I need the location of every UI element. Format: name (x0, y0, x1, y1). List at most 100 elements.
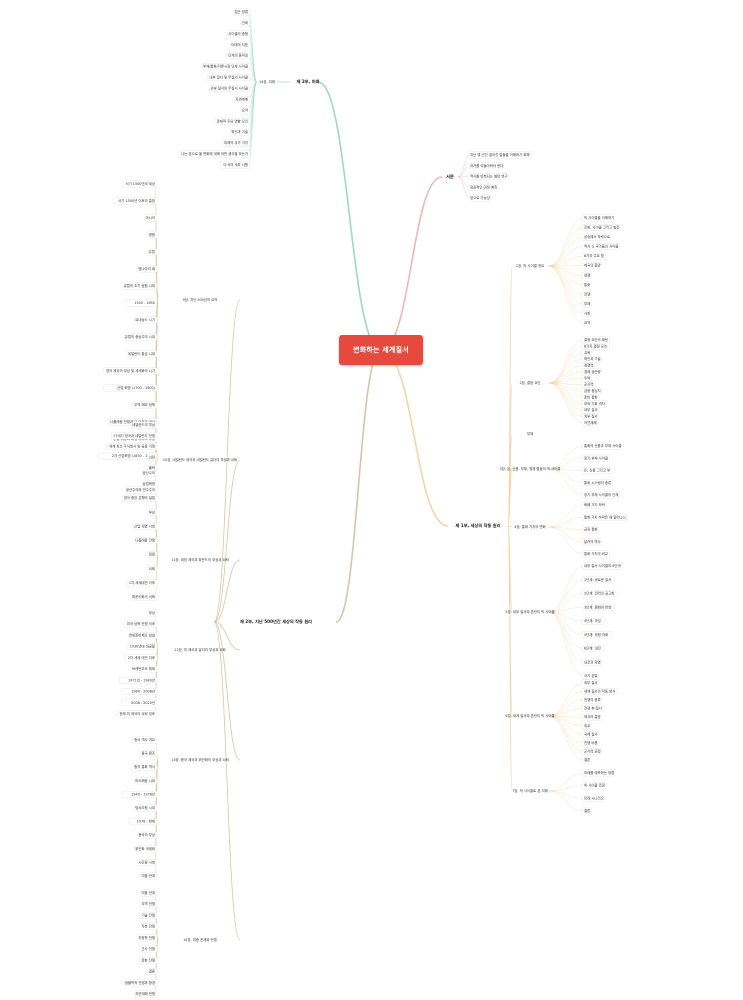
part1-leaf[interactable]: 내부 질서 (584, 407, 598, 412)
part2-leaf[interactable]: 세계 최초 주식회사 및 금융 거래 (109, 444, 155, 449)
part2-leaf[interactable]: 영국 제국의 부상 및 세계화의 시기 (106, 368, 155, 373)
part1-chapter-title[interactable]: 2장, 결정 요인 (520, 380, 541, 385)
part1-leaf[interactable]: 외교 (584, 723, 590, 728)
part2-leaf[interactable]: 1978 - 현재 (137, 819, 155, 824)
part2-leaf[interactable]: 공산주의 (143, 470, 155, 475)
part2-leaf[interactable]: 정점 (149, 552, 155, 557)
part2-leaf[interactable]: 군사 전쟁 (141, 946, 155, 951)
part1-leaf[interactable]: 빅 사이클 측정 (584, 783, 605, 788)
part2-leaf[interactable]: 유럽의 초기 탐험 시대 (124, 283, 155, 288)
part2-leaf[interactable]: 2차 세계 대전 이후 (128, 655, 155, 660)
part2-leaf[interactable]: 몰락 (149, 465, 155, 470)
part1-leaf[interactable]: 상승에서 하락으로 (584, 234, 610, 239)
part2-leaf[interactable]: 서기 1500년의 세상 (125, 181, 155, 186)
part1-leaf[interactable]: 장기 부채 사이클의 단계 (584, 492, 618, 497)
part1-leaf[interactable]: 교육 (584, 351, 590, 355)
part1-leaf[interactable]: 혁신과 기술 (584, 356, 601, 361)
part3-leaf[interactable]: 외부 질서와 무질서 사이클 (210, 86, 248, 91)
part1-chapter-title[interactable]: 3장, 돈, 신용, 부채, 경제 활동의 빅 사이클 (500, 466, 561, 471)
part2-leaf[interactable]: 2008 - 2020년 (131, 700, 155, 705)
part2-leaf[interactable]: 지정학 전쟁 (138, 935, 155, 940)
part2-leaf[interactable]: 나폴레옹 전쟁 (135, 538, 155, 543)
part3-leaf[interactable]: 각 국의 세부 사항 (223, 162, 248, 167)
part3-leaf[interactable]: 혁신과 기술 (231, 129, 248, 134)
intro-leaf[interactable]: 역사를 반복되는 패턴 연구 (470, 174, 508, 179)
part1-leaf[interactable]: 외부 질서 (584, 680, 598, 685)
part2-leaf[interactable]: 산업 혁명 시대 (134, 523, 155, 528)
part1-leaf[interactable]: 2단계: 권력의 공고화 (584, 591, 614, 596)
part1-leaf[interactable]: 제국의 흥망 (584, 714, 601, 719)
part2-chapter-title[interactable]: 14장, 미중 관계와 전쟁 (183, 937, 217, 942)
part2-leaf[interactable]: 미국 남북 전쟁 이후 (127, 621, 155, 626)
part1-leaf[interactable]: 경쟁력 (584, 363, 593, 368)
part2-leaf[interactable]: 르네상스 시기 (135, 317, 155, 322)
part1-leaf[interactable]: 통화 가치 하락은 왜 일어나나 (584, 514, 626, 519)
part2-leaf[interactable]: 아시아 (146, 215, 156, 220)
part3-leaf[interactable]: 부채/통화/자본시장 단계 사이클 (203, 64, 248, 69)
part1-leaf[interactable]: 결론 (584, 808, 590, 813)
part1-leaf[interactable]: 경쟁 (584, 272, 590, 277)
part2-leaf[interactable]: 위안화 국제화 (135, 846, 155, 851)
part2-leaf[interactable]: 부상 (149, 509, 155, 514)
part1-leaf[interactable]: 금과 통화 (584, 527, 598, 532)
part1-leaf[interactable]: 5단계: 재정 악화 (584, 632, 608, 637)
part3-leaf[interactable]: 미래의 지표 (231, 42, 248, 47)
part2-leaf[interactable]: 1930년대 대공황 (130, 644, 155, 649)
part1-leaf[interactable]: 미래 시나리오 (584, 795, 604, 800)
part2-leaf[interactable]: 명왕 (149, 232, 155, 237)
part1-leaf[interactable]: 6단계: 내전 (584, 646, 601, 651)
part1-leaf[interactable]: 내부 질서 사이클의 6단계 (584, 563, 621, 568)
part1-leaf[interactable]: 부채 (584, 301, 590, 306)
part1-leaf[interactable]: 화폐 가치 하락 (584, 502, 605, 507)
part1-leaf[interactable]: 3단계: 평화와 번영 (584, 604, 611, 609)
part2-leaf[interactable]: 영국 중앙 은행의 설립 (124, 495, 155, 500)
part1-leaf[interactable]: 전쟁 후 질서 (584, 706, 602, 711)
part3-leaf[interactable]: 진화 (242, 20, 248, 25)
part2-leaf[interactable]: 쇠퇴 (149, 454, 155, 459)
part1-leaf[interactable]: 사회 (584, 310, 590, 315)
part2-leaf[interactable]: 1차 세계대전 이후 (129, 580, 155, 585)
part2-leaf[interactable]: 공산주의와 민주주의 (126, 487, 155, 492)
part2-leaf[interactable]: 연방준비제도 창설 (129, 632, 155, 637)
part1-leaf[interactable]: 빅 사이클을 이해하기 (584, 215, 614, 220)
part1-leaf[interactable]: 통화 가치의 비교 (584, 551, 608, 556)
part1-leaf[interactable]: 통화 시스템의 종류 (584, 480, 611, 485)
part1-leaf[interactable]: 준비 통화 (584, 394, 598, 399)
part1-leaf[interactable]: 결정 요인의 패턴 (584, 337, 608, 342)
part1-chapter-title[interactable]: 부채 (527, 431, 533, 436)
part2-leaf[interactable]: 네덜란드 황금 시대 (128, 351, 155, 356)
part2-leaf[interactable]: 마오쩌둥 시대 (135, 778, 155, 783)
part2-leaf[interactable]: 무역 해외 정책 (134, 402, 155, 407)
part2-title[interactable]: 제 2부, 지난 500년간 세상의 작동 원리 (240, 618, 312, 625)
part2-leaf[interactable]: 1980 - 2008년 (131, 689, 155, 694)
part2-leaf[interactable]: 무역 전쟁 (141, 901, 155, 906)
part2-leaf[interactable]: 파운드화의 쇠퇴 (132, 594, 155, 599)
part1-leaf[interactable]: 경제 생산량 (584, 369, 601, 374)
part2-leaf[interactable]: 미중 관계 (141, 873, 155, 878)
part2-leaf[interactable]: 결론 (149, 969, 155, 974)
part2-leaf[interactable]: 2차 산업혁명 (1850 - 1900) (112, 453, 156, 458)
part1-leaf[interactable]: 세계 질서의 작동 방식 (584, 689, 615, 694)
part1-chapter-title[interactable]: 4장, 통화 가치의 변화 (514, 524, 545, 529)
part3-leaf[interactable]: 미래의 국가 가치 (224, 140, 248, 145)
part2-chapter-title[interactable]: 12장, 미 제국과 달러의 부상과 쇠퇴 (174, 647, 225, 652)
part1-leaf[interactable]: 외부 질서 (584, 414, 598, 419)
part2-leaf[interactable]: 미중 관계 (141, 890, 155, 895)
part1-leaf[interactable]: 1단계: 새로운 질서 (584, 577, 611, 582)
part2-leaf[interactable]: 서기 1500년 이후의 흥망 (118, 198, 155, 203)
part2-leaf[interactable]: 산업 혁명 (1700 - 1800) (117, 385, 156, 390)
part1-chapter-title[interactable]: 7장, 빅 사이클로 본 미래 (512, 788, 548, 793)
part1-leaf[interactable]: 돈, 신용 그리고 부 (584, 468, 610, 473)
part3-title[interactable]: 제 3부, 미래 (297, 78, 320, 85)
part2-leaf[interactable]: 시진핑 시대 (138, 859, 155, 864)
part2-leaf[interactable]: 중국 왕조 (141, 751, 155, 756)
part1-leaf[interactable]: 전쟁 (584, 291, 590, 296)
part2-leaf[interactable]: 나폴레옹 전쟁과 그 이후의 세상 (110, 419, 155, 424)
part3-leaf[interactable]: 요약 (242, 107, 248, 112)
part1-leaf[interactable]: 8가지 주요 힘 (584, 253, 604, 258)
part2-leaf[interactable]: 브레턴우즈 체제 (132, 666, 155, 671)
part2-leaf[interactable]: 쇠퇴 (149, 566, 155, 571)
part1-leaf[interactable]: 달러의 역사 (584, 539, 602, 544)
part1-leaf[interactable]: 전쟁의 종류 (584, 697, 601, 702)
part1-leaf[interactable]: 국제 질서 (584, 731, 598, 736)
